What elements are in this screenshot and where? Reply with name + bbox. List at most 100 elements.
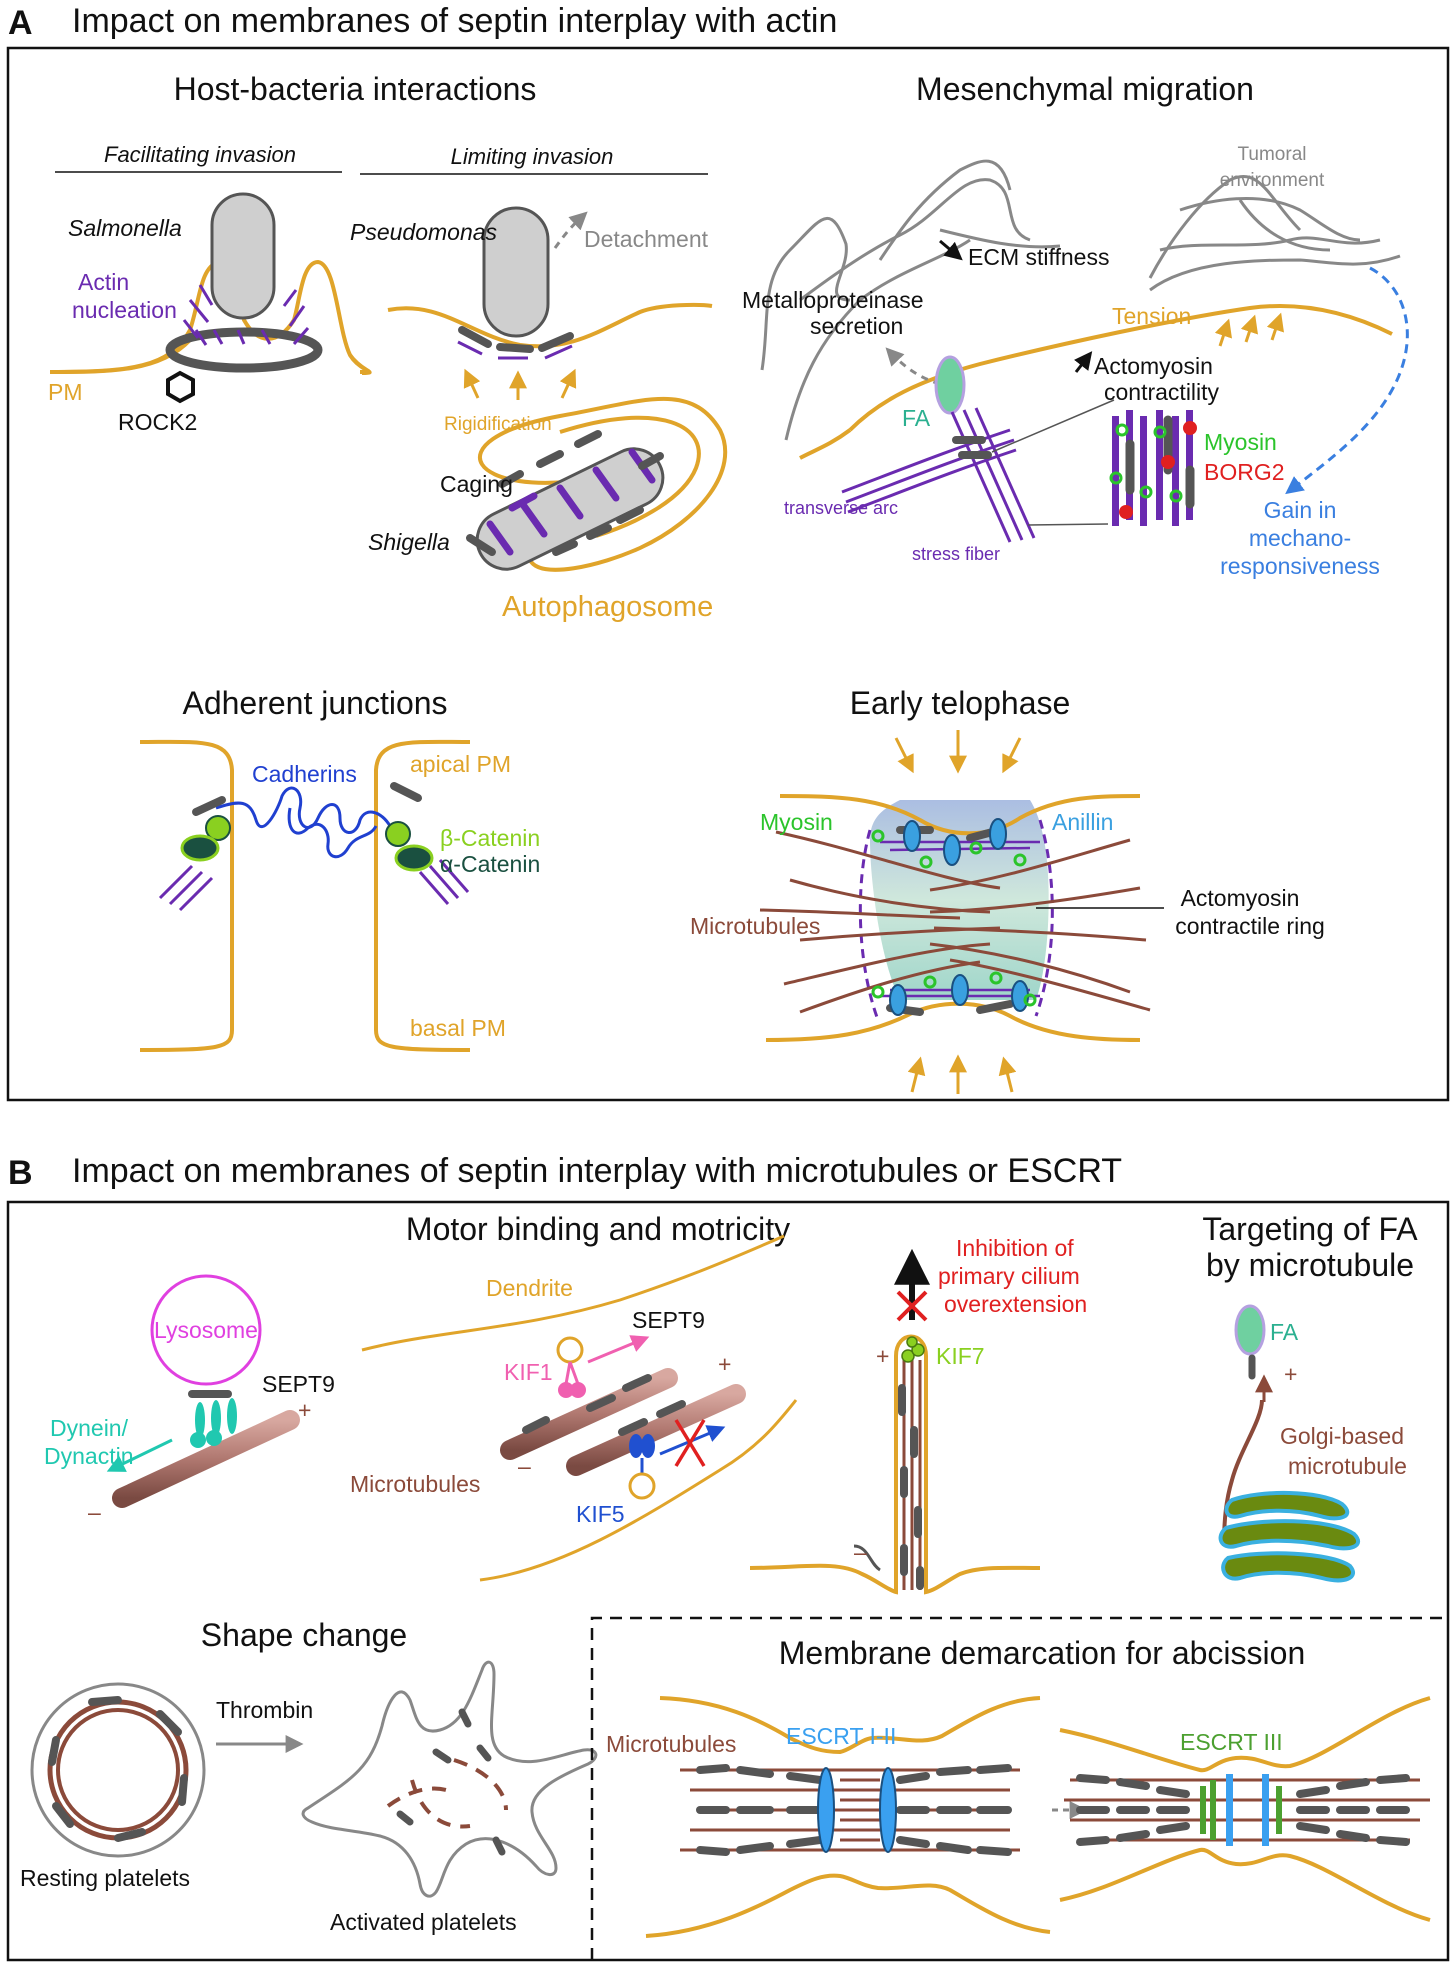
actin-nucleation-label-1: Actin (78, 269, 129, 295)
lysosome-label: Lysosome (154, 1317, 258, 1343)
targeting-section: Targeting of FA by microtubule FA + Golg… (1202, 1211, 1418, 1583)
minus-label-c: – (854, 1539, 867, 1565)
stress-fiber-label: stress fiber (912, 544, 1000, 564)
abscission-section: Membrane demarcation for abcission (590, 1616, 1448, 1960)
dynein-dynactin (190, 1398, 237, 1448)
cadherins-label: Cadherins (252, 761, 357, 787)
abscission-membrane-bottom-2 (1059, 1847, 1431, 1922)
contractile-ring-label-2: contractile ring (1175, 913, 1325, 939)
telophase-microtubules (759, 830, 1151, 1014)
microtubule-lysosome (112, 1410, 300, 1508)
escrt1-right-b (1262, 1774, 1269, 1846)
a-catenin-right (394, 844, 434, 872)
escrt1-left (817, 1767, 835, 1853)
detachment-arrow (553, 211, 588, 249)
targeting-title-1: Targeting of FA (1202, 1211, 1418, 1247)
mesenchymal-title: Mesenchymal migration (916, 71, 1254, 107)
actomyosin-inset (1109, 410, 1197, 526)
rigid-septins (457, 326, 574, 360)
escrt1-label: ESCRT I-II (786, 1723, 896, 1749)
dendrite-label: Dendrite (486, 1275, 573, 1301)
septin-ring (165, 327, 323, 373)
actomyosin-arrow (1074, 351, 1093, 373)
activated-septins (396, 1708, 506, 1856)
cilium-septins (898, 1384, 924, 1590)
cilium-inhibition-cross (896, 1290, 928, 1322)
inhibition-label-2: primary cilium (938, 1263, 1080, 1289)
panel-a-title: Impact on membranes of septin interplay … (72, 2, 837, 40)
escrt3-spirals (1200, 1780, 1282, 1840)
sept9-label-b: SEPT9 (632, 1307, 705, 1333)
actin-filaments-salmonella (182, 284, 310, 346)
panel-b-frame (6, 1200, 1450, 1962)
kif5-label: KIF5 (576, 1501, 625, 1527)
panel-a: A Impact on membranes of septin interpla… (6, 2, 1450, 1102)
resting-mt-ring-2 (56, 1708, 180, 1832)
contractile-ring-label-1: Actomyosin (1181, 885, 1300, 911)
b-catenin-right (385, 821, 411, 847)
abscission-frame (590, 1616, 1448, 1960)
actin-left (158, 864, 214, 912)
telophase-membrane-bottom (765, 1001, 1141, 1042)
shape-title: Shape change (201, 1617, 407, 1653)
kif1-arrow (587, 1335, 650, 1364)
activated-platelet (301, 1660, 598, 1898)
adherent-title: Adherent junctions (182, 685, 447, 721)
abscission-membrane-bottom-1 (645, 1873, 1051, 1938)
gain-label-1: Gain in (1264, 497, 1337, 523)
cell-membrane-leading (848, 304, 1393, 432)
actin-right (418, 859, 470, 905)
fa-target (1234, 1304, 1266, 1356)
kif5-motor (629, 1434, 655, 1474)
resting-label: Resting platelets (20, 1865, 190, 1891)
dynein-label-2: Dynactin (44, 1443, 133, 1469)
telophase-arrows (894, 730, 1022, 1094)
pseudomonas-bacterium (482, 206, 550, 338)
gain-arrow (1285, 266, 1409, 495)
dendrite-microtubules (500, 1368, 746, 1476)
abscission-septins-1 (696, 1764, 1012, 1856)
borg2-label: BORG2 (1204, 459, 1285, 485)
ring-edge-left (858, 829, 880, 1021)
myosin-label-a: Myosin (1204, 429, 1277, 455)
inhibition-label-3: overextension (944, 1291, 1087, 1317)
a-catenin-label: α-Catenin (440, 851, 540, 877)
golgi-apparatus (1218, 1490, 1361, 1583)
minus-label-b: – (518, 1453, 531, 1479)
tension-label: Tension (1112, 303, 1191, 329)
rock2-icon (166, 370, 195, 404)
focal-adhesion (934, 355, 966, 415)
stress-fiber (950, 407, 1036, 543)
detachment-label: Detachment (584, 226, 709, 252)
escrt3-label: ESCRT III (1180, 1729, 1283, 1755)
septin-filaments-fa (952, 436, 992, 459)
targeting-title-2: by microtubule (1206, 1247, 1414, 1283)
escrt1-right (879, 1767, 897, 1853)
abscission-septins-2 (1076, 1774, 1410, 1846)
basal-pm-label: basal PM (410, 1015, 506, 1041)
kif1-motor (558, 1361, 586, 1398)
actomyosin-label-2: contractility (1104, 379, 1220, 405)
kif1-label: KIF1 (504, 1359, 553, 1385)
plus-label-d: + (1284, 1361, 1297, 1387)
telophase-section: Early telophase (690, 685, 1325, 1094)
shigella-cage-septins (466, 430, 664, 556)
actomyosin-label-1: Actomyosin (1094, 353, 1213, 379)
abscission-membrane-top-2 (1059, 1696, 1431, 1773)
limiting-invasion-label: Limiting invasion (451, 144, 614, 169)
golgi-label-1: Golgi-based (1280, 1423, 1404, 1449)
metalloproteinase-label-2: secretion (810, 313, 903, 339)
pm-label: PM (48, 379, 83, 405)
sept9-label-a: SEPT9 (262, 1371, 335, 1397)
microtubules-label-a: Microtubules (690, 913, 820, 939)
inhibition-label-1: Inhibition of (956, 1235, 1074, 1261)
cell-left-membrane (139, 739, 234, 1052)
kif1-cargo (556, 1336, 584, 1364)
dendrite-membrane-top (361, 1234, 785, 1352)
dendrite-membrane-bottom (479, 1399, 798, 1582)
septin-left (192, 796, 226, 816)
plus-label-c: + (876, 1343, 889, 1369)
dynein-label-1: Dynein/ (50, 1415, 129, 1441)
resting-septins (48, 1696, 188, 1842)
abscission-membrane-top-1 (659, 1696, 1041, 1755)
